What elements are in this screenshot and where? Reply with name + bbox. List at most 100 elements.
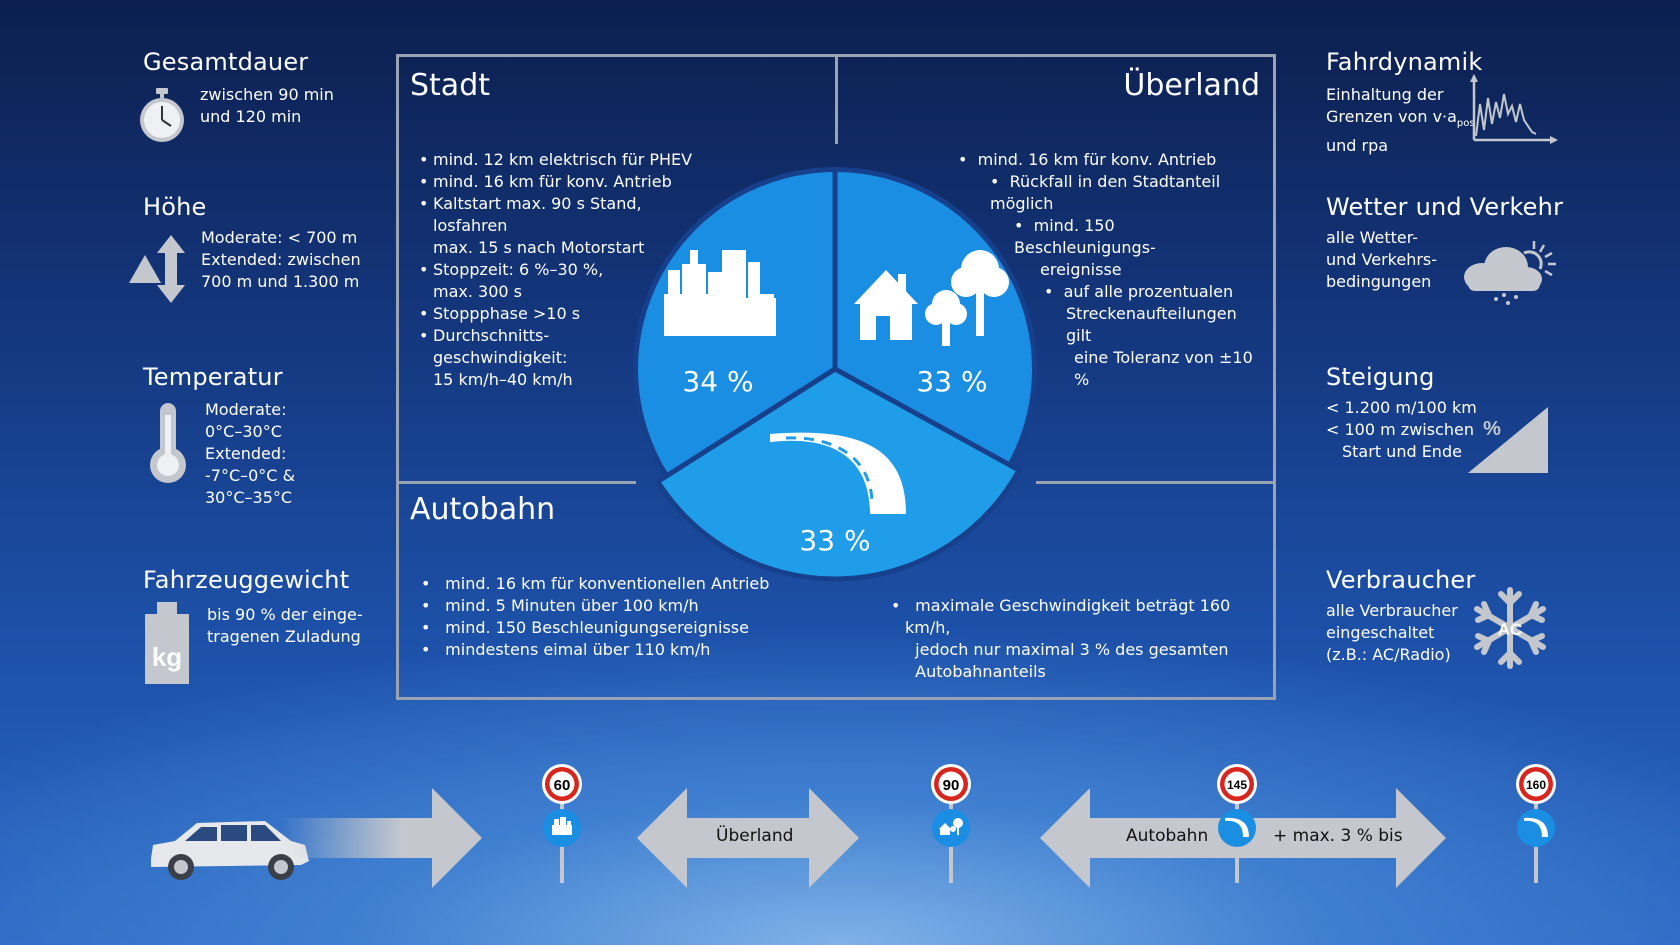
motorway-bullet-3-text: mind. 150 Beschleunigungsereignisse [445, 618, 749, 637]
motorway-title: Autobahn [410, 492, 556, 527]
dynamics-title: Fahrdynamik [1326, 48, 1483, 76]
pie-slice-motorway [654, 366, 1023, 582]
altitude-title: Höhe [143, 193, 207, 221]
weather-title: Wetter und Verkehr [1326, 193, 1564, 221]
temperature-line-3: Extended: [205, 444, 287, 463]
dynamics-line-2: Grenzen von v·a [1326, 107, 1457, 126]
city-bullet-6: Durchschnitts- [419, 325, 699, 347]
city-arrow [282, 788, 482, 888]
duration-line-2: und 120 min [200, 107, 302, 126]
sign-60: 60 [540, 763, 584, 883]
motorway-bullets-right: maximale Geschwindigkeit beträgt 160 km/… [891, 595, 1271, 683]
motorway-bullet-1-text: mind. 16 km für konventionellen Antrieb [445, 574, 770, 593]
rural-bullet-2-text: Rückfall in den Stadtanteil möglich [990, 172, 1221, 213]
motorway-right-bullet-1c-text: Autobahnanteils [915, 662, 1046, 681]
car-icon [151, 821, 309, 880]
altitude-line-3: 700 m und 1.300 m [201, 272, 360, 291]
consumers-line-2: eingeschaltet [1326, 623, 1435, 642]
motorway-bullet-2-text: mind. 5 Minuten über 100 km/h [445, 596, 699, 615]
dynamics-subscript: pos [1456, 118, 1475, 130]
weight-icon: kg [145, 602, 189, 684]
sign-90-label: 90 [943, 777, 960, 794]
slope-icon: % [1468, 407, 1548, 473]
city-bullet-3b: max. 15 s nach Motorstart [419, 237, 699, 259]
motorway-right-bullet-1-text: maximale Geschwindigkeit beträgt 160 km/… [905, 596, 1231, 637]
consumers-line-1: alle Verbraucher [1326, 601, 1458, 620]
city-bullet-2: mind. 16 km für konv. Antrieb [419, 171, 699, 193]
snowflake-icon-label: AC [1498, 620, 1523, 639]
altitude-line-2: Extended: zwischen [201, 250, 361, 269]
weather-line-2: und Verkehrs- [1326, 250, 1438, 269]
altitude-icon [129, 235, 185, 303]
motorway-right-bullet-1b-text: jedoch nur maximal 3 % des gesamten [915, 640, 1229, 659]
rural-bullet-3: • mind. 150 Beschleunigungs- [1014, 216, 1156, 257]
motorway-right-bullet-1c: Autobahnanteils [891, 661, 1271, 683]
sign-160-label: 160 [1526, 778, 1546, 792]
panel-border-right [1273, 54, 1276, 700]
sign-145: 145 [1215, 763, 1259, 883]
panel-border-left [396, 54, 399, 700]
temperature-line-1: Moderate: [205, 400, 287, 419]
dynamics-line-3: und rpa [1326, 136, 1389, 156]
city-bullet-3: Kaltstart max. 90 s Stand, losfahren [419, 193, 699, 237]
city-title: Stadt [410, 68, 490, 103]
temperature-line-5: 30°C–35°C [205, 488, 293, 507]
temperature-title: Temperatur [143, 363, 283, 391]
rural-bullet-4b: Streckenaufteilungen gilt [1066, 304, 1237, 345]
city-bullet-6c: 15 km/h–40 km/h [419, 369, 699, 391]
temperature-line-2: 0°C–30°C [205, 422, 282, 441]
rural-arrow [637, 788, 859, 888]
speed-graph-icon [1470, 74, 1558, 144]
city-bullet-4b-text: max. 300 s [433, 282, 522, 301]
weight-section: Fahrzeuggewicht kg bis 90 % der einge- t… [143, 566, 403, 684]
city-bullet-6b-text: geschwindigkeit: [433, 348, 568, 367]
rural-bullet-4c: eine Toleranz von ±10 % [1074, 348, 1253, 389]
consumers-section: Verbraucher alle Verbraucher eingeschalt… [1326, 566, 1626, 669]
road-icon [770, 432, 906, 514]
city-bullets: mind. 12 km elektrisch für PHEV mind. 16… [419, 149, 699, 391]
consumers-title: Verbraucher [1326, 566, 1476, 594]
duration-line-1: zwischen 90 min [200, 85, 334, 104]
duration-section: Gesamtdauer zwischen 90 min und 120 min [140, 48, 383, 142]
motorway-right-bullet-1: maximale Geschwindigkeit beträgt 160 km/… [891, 595, 1271, 639]
city-bullet-1: mind. 12 km elektrisch für PHEV [419, 149, 699, 171]
rural-title: Überland [1123, 68, 1260, 103]
city-bullet-4: Stoppzeit: 6 %–30 %, [419, 259, 699, 281]
motorway-arrow-label: Autobahn [1126, 826, 1209, 846]
panel-divider-right [1036, 481, 1276, 484]
rural-bullet-3-text: mind. 150 Beschleunigungs- [1014, 216, 1156, 257]
thermometer-icon [150, 403, 186, 483]
sign-90: 90 [929, 763, 973, 883]
sign-60-label: 60 [554, 777, 571, 794]
rural-bullet-1: • mind. 16 km für konv. Antrieb [958, 150, 1217, 169]
slope-icon-label: % [1483, 418, 1501, 440]
gradient-title: Steigung [1326, 363, 1435, 391]
weather-section: Wetter und Verkehr alle Wetter- und Verk… [1326, 193, 1626, 305]
rural-bullet-4-text: auf alle prozentualen [1063, 282, 1234, 301]
motorway-extra-label: + max. 3 % bis [1273, 826, 1403, 846]
gradient-line-2: < 100 m zwischen [1326, 420, 1474, 439]
rural-bullet-2: • Rückfall in den Stadtanteil möglich [990, 172, 1221, 213]
weather-line-3: bedingungen [1326, 272, 1432, 291]
weather-icon [1464, 241, 1556, 305]
city-bullet-3b-text: max. 15 s nach Motorstart [433, 238, 645, 257]
dynamics-line-1: Einhaltung der [1326, 85, 1444, 104]
altitude-section: Höhe Moderate: < 700 m Extended: zwische… [129, 193, 383, 303]
motorway-bullet-2: mind. 5 Minuten über 100 km/h [421, 595, 841, 617]
duration-title: Gesamtdauer [143, 48, 309, 76]
pie-label-motorway: 33 % [799, 524, 870, 557]
stopwatch-icon [140, 88, 184, 142]
pie-label-rural: 33 % [916, 365, 987, 398]
rural-bullet-4: • auf alle prozentualen [1044, 282, 1234, 301]
city-bullet-6b: geschwindigkeit: [419, 347, 699, 369]
weather-line-1: alle Wetter- [1326, 228, 1419, 247]
motorway-bullet-4: mindestens eimal über 110 km/h [421, 639, 841, 661]
temperature-section: Temperatur Moderate: 0°C–30°C Extended: … [143, 363, 383, 507]
dynamics-section: Fahrdynamik Einhaltung der Grenzen von v… [1326, 48, 1626, 155]
gradient-line-3: Start und Ende [1342, 442, 1462, 461]
sign-145-label: 145 [1227, 778, 1247, 792]
motorway-right-bullet-1b: jedoch nur maximal 3 % des gesamten [891, 639, 1271, 661]
rural-arrow-label: Überland [716, 826, 794, 846]
motorway-bullet-1: mind. 16 km für konventionellen Antrieb [421, 573, 841, 595]
weight-icon-label: kg [152, 642, 182, 672]
